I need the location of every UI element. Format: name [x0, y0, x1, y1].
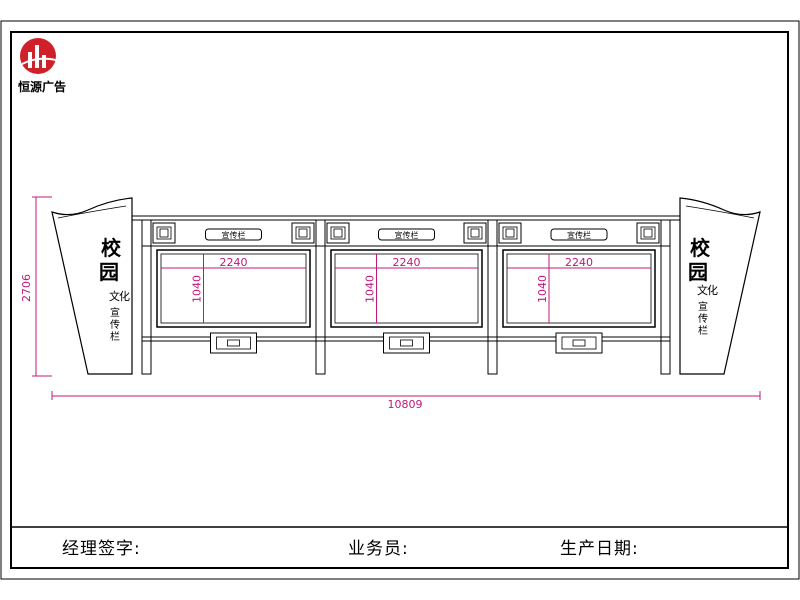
bay-2-fret-left-core — [333, 228, 343, 238]
bay-3-fret-left-core — [505, 228, 515, 238]
right-sub-char-4: 传 — [698, 313, 708, 325]
bay-1-fret-right-outer — [291, 222, 315, 244]
right-title-char-2: 园 — [688, 260, 708, 284]
bay-1-fret-left-outer — [152, 222, 176, 244]
logo-swoosh — [21, 57, 57, 65]
right-panel-inner — [685, 205, 755, 219]
left-sub-char-1: 文 — [109, 289, 120, 303]
bay-2-display-frame — [330, 249, 483, 328]
bay-1-plaque — [205, 228, 262, 241]
bay-1-lower-fret-core — [227, 339, 240, 347]
bay-2-fret-right-outer — [463, 222, 487, 244]
bay-3-display-panel — [506, 253, 652, 324]
bay-3-fret-right-core — [643, 228, 653, 238]
left-sub-char-3: 宣 — [110, 306, 120, 319]
post-1 — [141, 219, 152, 375]
left-sub-char-2: 化 — [119, 289, 130, 303]
bay-1-lower-fret-outer — [210, 332, 257, 354]
left-sub-char-4: 传 — [110, 319, 120, 331]
bay-2-display-panel — [334, 253, 479, 324]
bay-3-fret-right-inner — [640, 226, 656, 240]
width-dim-label: 10809 — [388, 398, 423, 411]
bay-2-fret-left-outer — [326, 222, 350, 244]
bay-1-height-dim-label: 1040 — [191, 275, 204, 303]
bay-3-width-dim-label: 2240 — [565, 256, 593, 269]
bay-3-fret-right-outer — [636, 222, 660, 244]
bay-3-fret-left-outer — [498, 222, 522, 244]
left-sub-char-5: 栏 — [110, 330, 120, 343]
right-side-panel — [679, 197, 761, 375]
bay-2-fret-left-inner — [330, 226, 346, 240]
bay-1-fret-left-core — [159, 228, 169, 238]
bay-1-fret-right-inner — [295, 226, 311, 240]
bay-3-lower-fret-inner — [561, 336, 597, 350]
post-3 — [487, 219, 498, 375]
right-sub-char-3: 宣 — [698, 300, 708, 313]
bay-1-lower-fret-inner — [216, 336, 251, 350]
bay-2-lower-fret-inner — [389, 336, 424, 350]
bay-1-display-panel — [160, 253, 307, 324]
bay-3-plaque — [550, 228, 608, 241]
bay-3-lower-fret-core — [572, 339, 586, 347]
right-panel-outline — [679, 197, 761, 375]
left-panel-outline — [51, 197, 133, 375]
bay-2-lower-fret-outer — [383, 332, 430, 354]
bay-1-fret-left-inner — [156, 226, 172, 240]
bay-1-display-frame — [156, 249, 311, 328]
post-4 — [660, 219, 671, 375]
width-dimension: 10809 — [51, 391, 761, 411]
display-bays: 宣传栏 2240 1040 宣传栏 2240 1040 宣传栏 2240 1040 — [141, 219, 671, 375]
bay-2-plaque — [378, 228, 435, 241]
right-sub-char-1: 文 — [697, 283, 708, 297]
bay-3-fret-left-inner — [502, 226, 518, 240]
bay-1-plaque-text: 宣传栏 — [222, 230, 246, 240]
height-dim-label: 2706 — [20, 274, 33, 302]
bay-1-width-dim-label: 2240 — [220, 256, 248, 269]
salesperson-label: 业务员: — [348, 539, 409, 559]
bay-2-width-dim-label: 2240 — [393, 256, 421, 269]
bay-2-plaque-text: 宣传栏 — [395, 230, 419, 240]
bay-2-lower-fret-core — [400, 339, 413, 347]
logo-bar-3 — [42, 55, 46, 68]
height-dimension: 2706 — [20, 196, 52, 377]
brand-logo — [20, 38, 57, 74]
right-sub-char-5: 栏 — [698, 324, 708, 337]
left-side-panel — [51, 197, 133, 375]
bay-2-fret-right-inner — [467, 226, 483, 240]
manager-signature-label: 经理签字: — [62, 539, 141, 559]
bay-3-plaque-text: 宣传栏 — [567, 230, 591, 240]
bay-2-height-dim-label: 1040 — [364, 275, 377, 303]
bay-3-display-frame — [502, 249, 656, 328]
post-2 — [315, 219, 326, 375]
right-title-char-1: 校 — [690, 236, 711, 260]
left-title-char-1: 校 — [101, 236, 122, 260]
bay-3-lower-fret-outer — [555, 332, 603, 354]
right-sub-char-2: 化 — [707, 283, 718, 297]
bay-3-height-dim-label: 1040 — [536, 275, 549, 303]
logo-bar-2 — [35, 45, 39, 68]
outer-frame — [0, 20, 800, 580]
left-title-char-2: 园 — [99, 260, 119, 284]
bay-1-fret-right-core — [298, 228, 308, 238]
bay-2-fret-right-core — [470, 228, 480, 238]
brand-name: 恒源广告 — [18, 80, 67, 94]
left-panel-inner — [57, 205, 127, 219]
inner-frame — [10, 31, 789, 569]
production-date-label: 生产日期: — [560, 539, 639, 559]
